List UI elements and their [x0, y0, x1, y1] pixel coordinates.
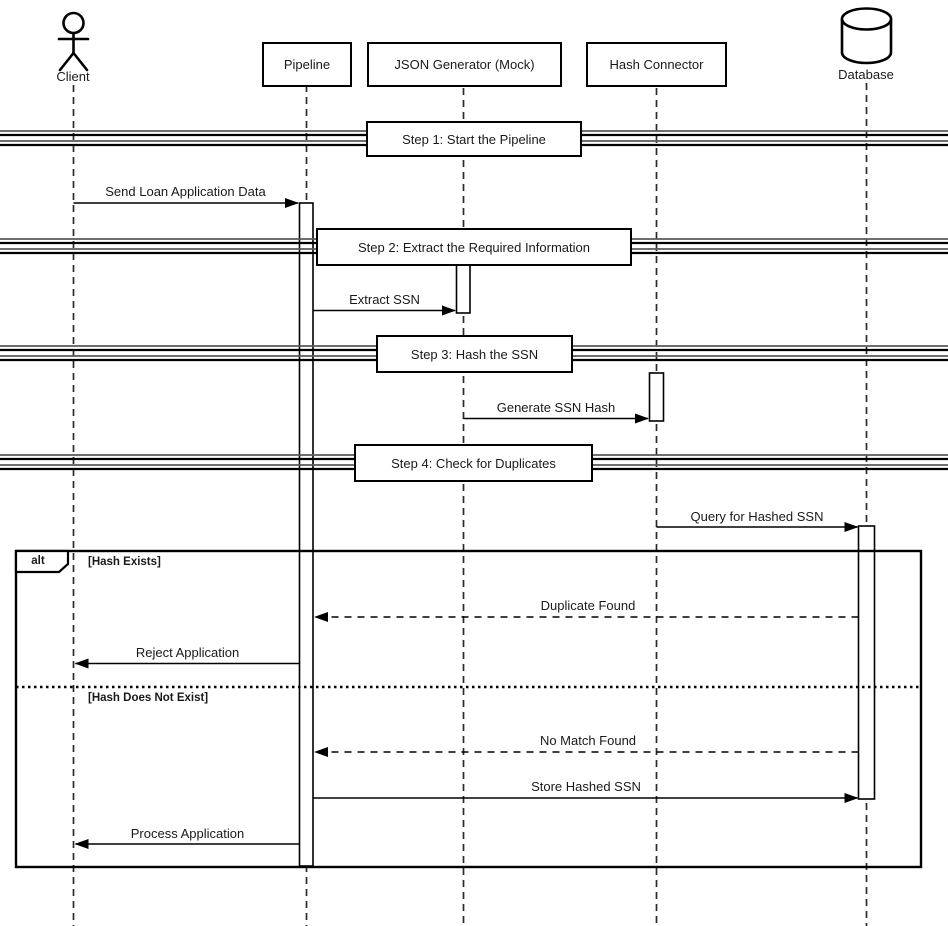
alt-operator-label: alt: [31, 555, 45, 567]
message-store-hash-label: Store Hashed SSN: [531, 779, 641, 794]
divider-step3-label: Step 3: Hash the SSN: [410, 346, 539, 362]
divider-step4-box: Step 4: Check for Duplicates: [354, 444, 593, 482]
actor-icon: [57, 11, 90, 72]
participant-database-label: Database: [838, 67, 894, 82]
participant-hash-connector-label: Hash Connector: [609, 57, 704, 72]
divider-step2-box: Step 2: Extract the Required Information: [316, 228, 632, 266]
participant-pipeline: Pipeline: [262, 42, 352, 87]
message-no-match-found-label: No Match Found: [539, 733, 637, 748]
divider-step4-label: Step 4: Check for Duplicates: [391, 455, 556, 471]
message-generate-hash-label: Generate SSN Hash: [496, 400, 616, 415]
message-query-hash-label: Query for Hashed SSN: [690, 509, 824, 524]
divider-step1-label: Step 1: Start the Pipeline: [402, 131, 546, 147]
participant-pipeline-label: Pipeline: [283, 57, 331, 72]
participant-json-generator-label: JSON Generator (Mock): [394, 57, 535, 72]
database-cylinder-icon: [840, 7, 893, 65]
alt-frame: [14, 549, 923, 869]
divider-step3-box: Step 3: Hash the SSN: [376, 335, 573, 373]
message-send-loan-label: Send Loan Application Data: [105, 184, 266, 199]
message-duplicate-found-label: Duplicate Found: [540, 598, 636, 613]
participant-client-label: Client: [56, 69, 90, 84]
message-extract-ssn-label: Extract SSN: [349, 292, 420, 307]
activation-hash-connector: [648, 372, 665, 422]
message-process-application-label: Process Application: [130, 826, 245, 841]
alt-condition-hash-not-exists: [Hash Does Not Exist]: [88, 692, 209, 704]
divider-step2-label: Step 2: Extract the Required Information: [358, 239, 590, 255]
alt-condition-hash-exists: [Hash Exists]: [88, 556, 161, 568]
activation-pipeline: [298, 202, 314, 867]
activation-json-generator: [455, 264, 471, 314]
activation-database: [857, 525, 876, 800]
participant-hash-connector: Hash Connector: [586, 42, 727, 87]
alt-operator-tab: [14, 549, 70, 574]
participant-json-generator: JSON Generator (Mock): [367, 42, 562, 87]
message-reject-application-label: Reject Application: [135, 645, 240, 660]
divider-step1-box: Step 1: Start the Pipeline: [366, 121, 582, 157]
